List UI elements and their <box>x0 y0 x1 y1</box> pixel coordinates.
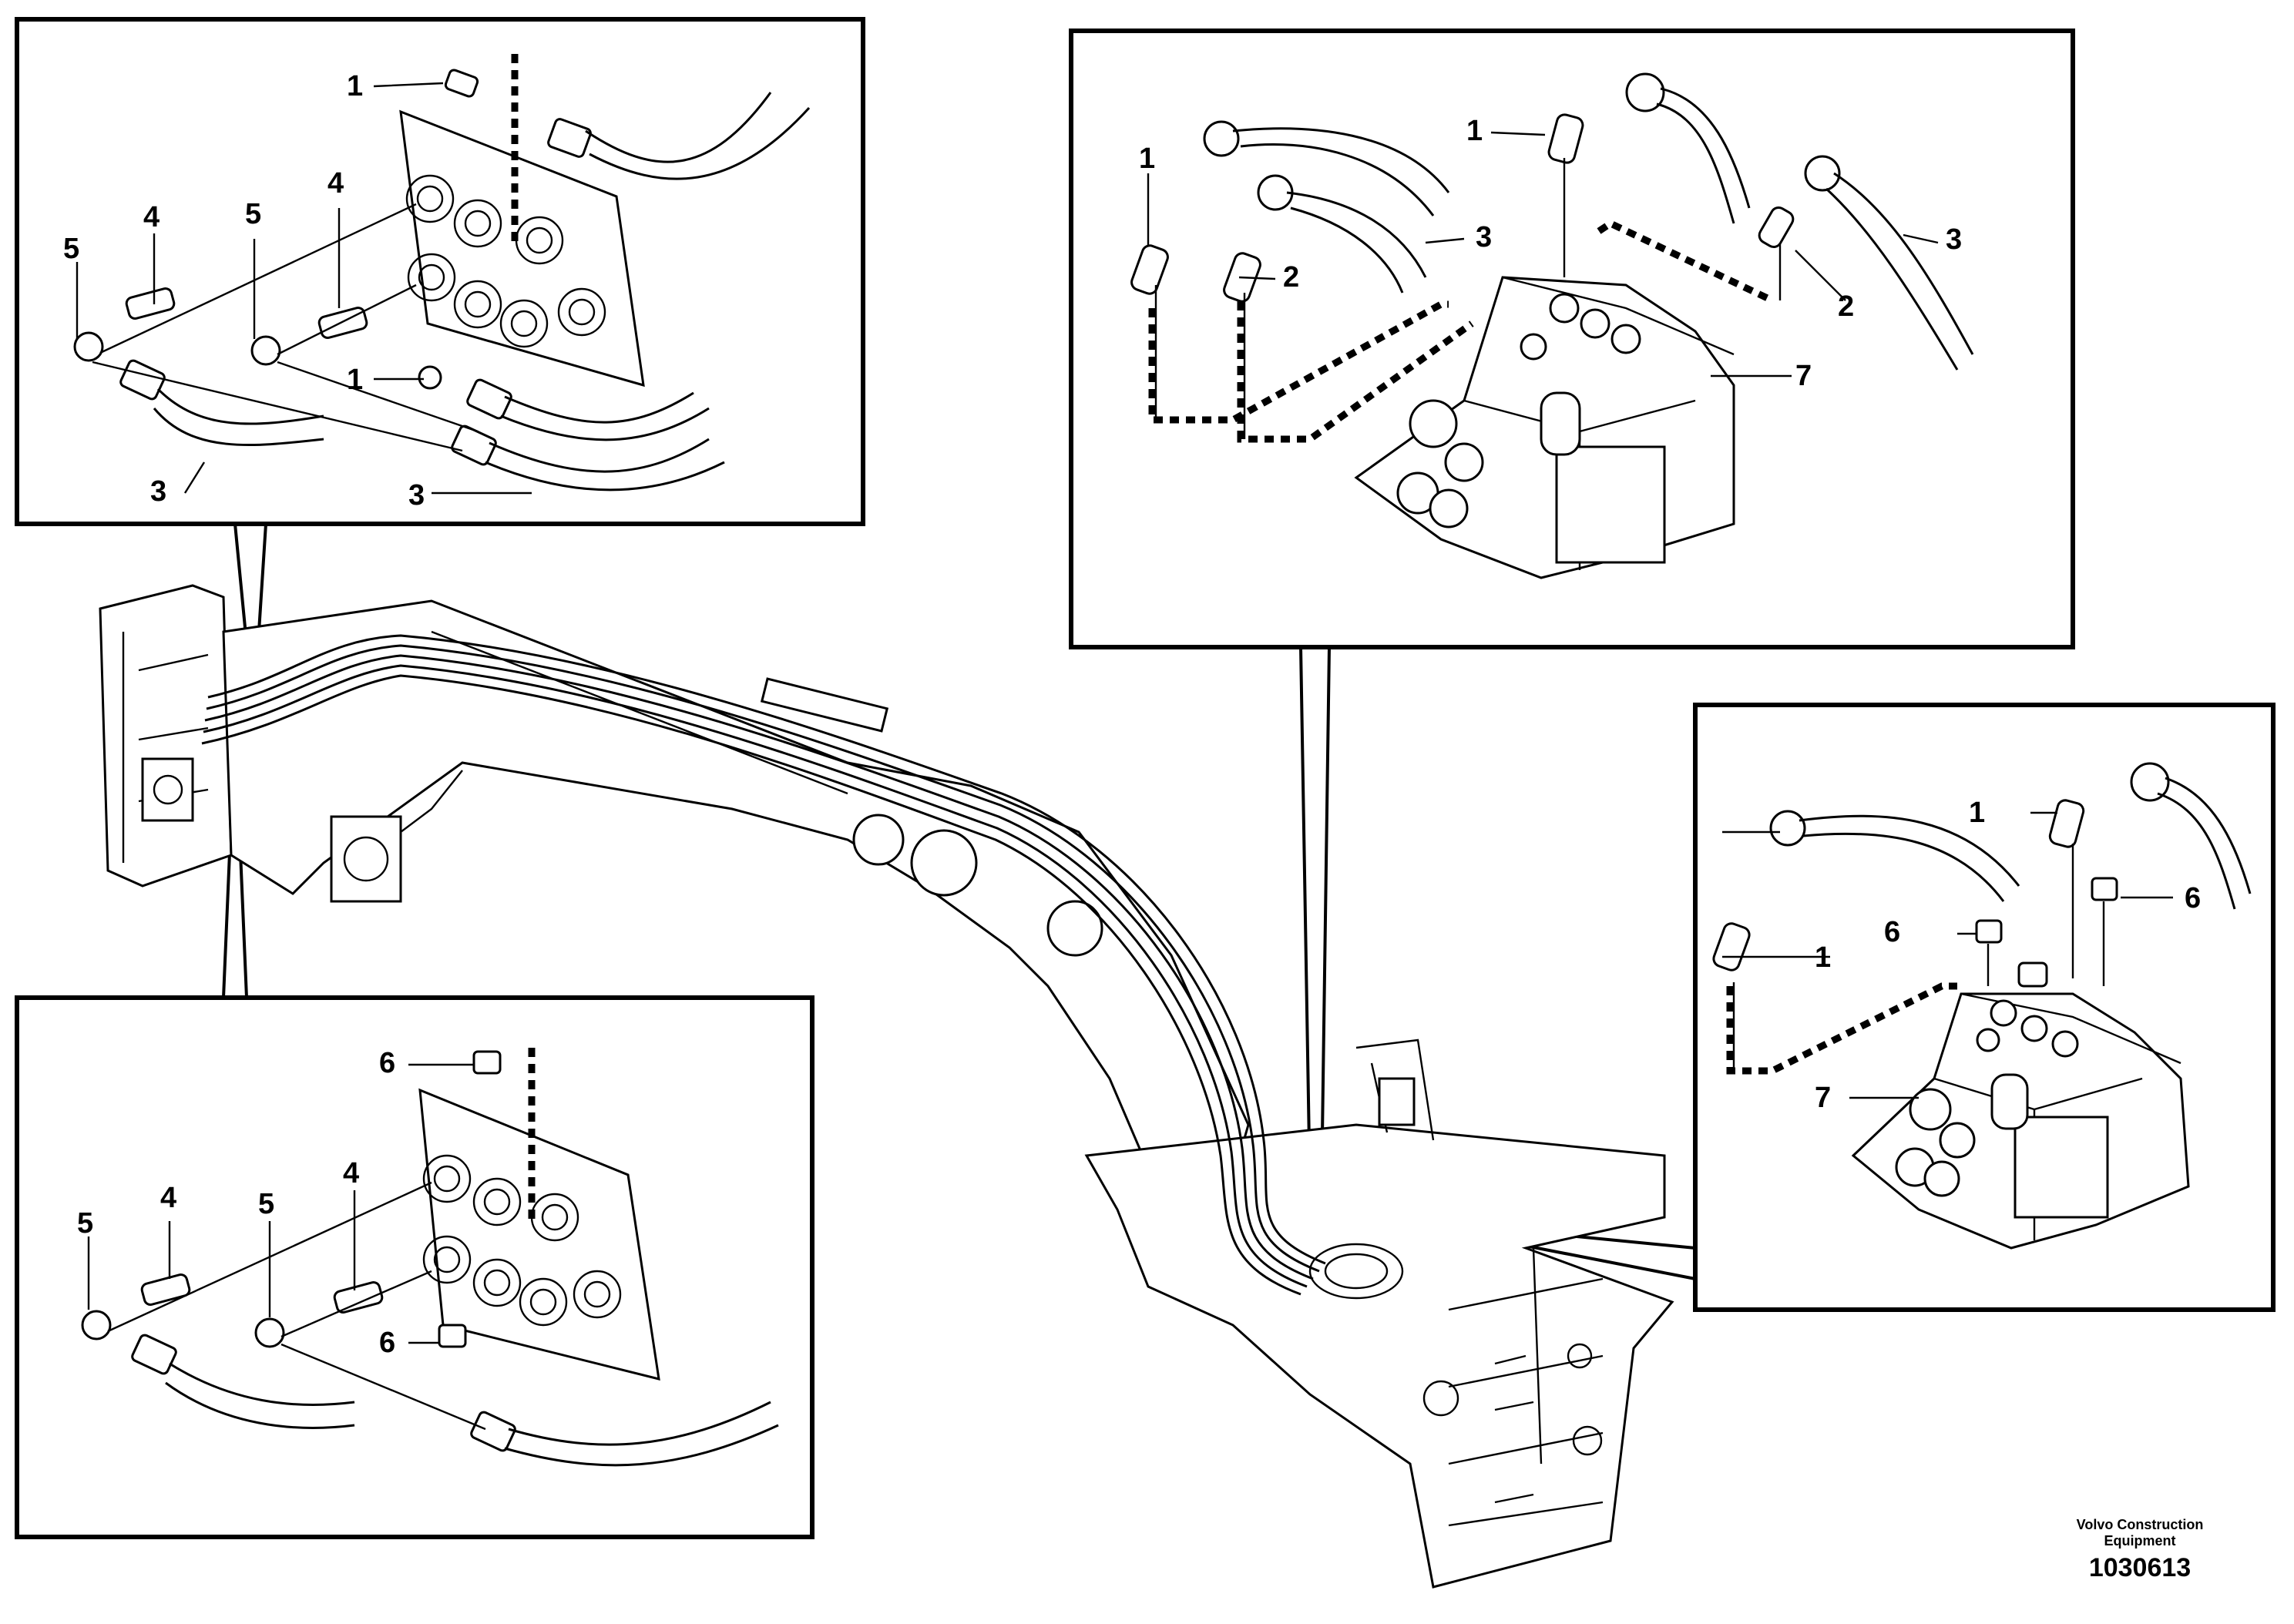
callout-tr-1b: 1 <box>1466 115 1483 147</box>
callout-tl-3a: 3 <box>150 475 166 508</box>
callout-bl-4a: 4 <box>160 1182 176 1214</box>
callout-tr-7: 7 <box>1795 360 1812 392</box>
callout-tl-1b: 1 <box>347 364 363 396</box>
detail-top-right: 1 1 3 2 1 2 3 7 <box>1069 29 2075 649</box>
callout-bl-5b: 5 <box>258 1188 274 1220</box>
callout-bl-4b: 4 <box>343 1157 359 1189</box>
footer: Volvo Construction Equipment 1030613 <box>2040 1517 2240 1583</box>
callout-tr-2a: 2 <box>1283 261 1299 294</box>
detail-bottom-left: 6 5 4 5 4 6 <box>15 995 814 1539</box>
detail-bottom-right: 1 6 6 1 7 <box>1693 703 2276 1312</box>
callout-bl-6a: 6 <box>379 1047 395 1079</box>
callout-tr-1a: 1 <box>1139 143 1155 175</box>
callout-tl-5b: 5 <box>245 198 261 230</box>
callout-tl-4a: 4 <box>143 201 160 233</box>
callout-bl-5a: 5 <box>77 1207 93 1240</box>
hose-bundle <box>201 634 1404 1300</box>
callout-tr-3b: 3 <box>1946 223 1962 256</box>
callout-tl-1: 1 <box>347 70 363 102</box>
document-number: 1030613 <box>2088 1553 2192 1582</box>
callout-br-6b: 6 <box>2185 882 2201 914</box>
leader-tr <box>1299 646 1331 1191</box>
detail-frame-bl <box>15 995 814 1539</box>
callout-tr-2b: 2 <box>1838 290 1854 323</box>
callout-tr-3a: 3 <box>1476 221 1492 253</box>
leader-tl <box>233 523 267 644</box>
callout-br-7: 7 <box>1815 1082 1831 1114</box>
callout-bl-6b: 6 <box>379 1327 395 1359</box>
callout-tl-3b: 3 <box>408 479 425 512</box>
detail-top-left: 1 5 4 5 4 1 3 3 <box>15 17 865 526</box>
brand-line2: Equipment <box>2104 1533 2176 1549</box>
callout-tl-4b: 4 <box>327 167 344 200</box>
callout-tl-5a: 5 <box>63 233 79 265</box>
callout-br-1b: 1 <box>1815 941 1831 974</box>
callout-br-1a: 1 <box>1969 797 1985 829</box>
machine-assembly <box>99 523 1696 1589</box>
brand-line1: Volvo Construction <box>2076 1517 2204 1532</box>
lower-frame <box>1084 1123 1674 1589</box>
callout-br-6a: 6 <box>1884 916 1900 948</box>
